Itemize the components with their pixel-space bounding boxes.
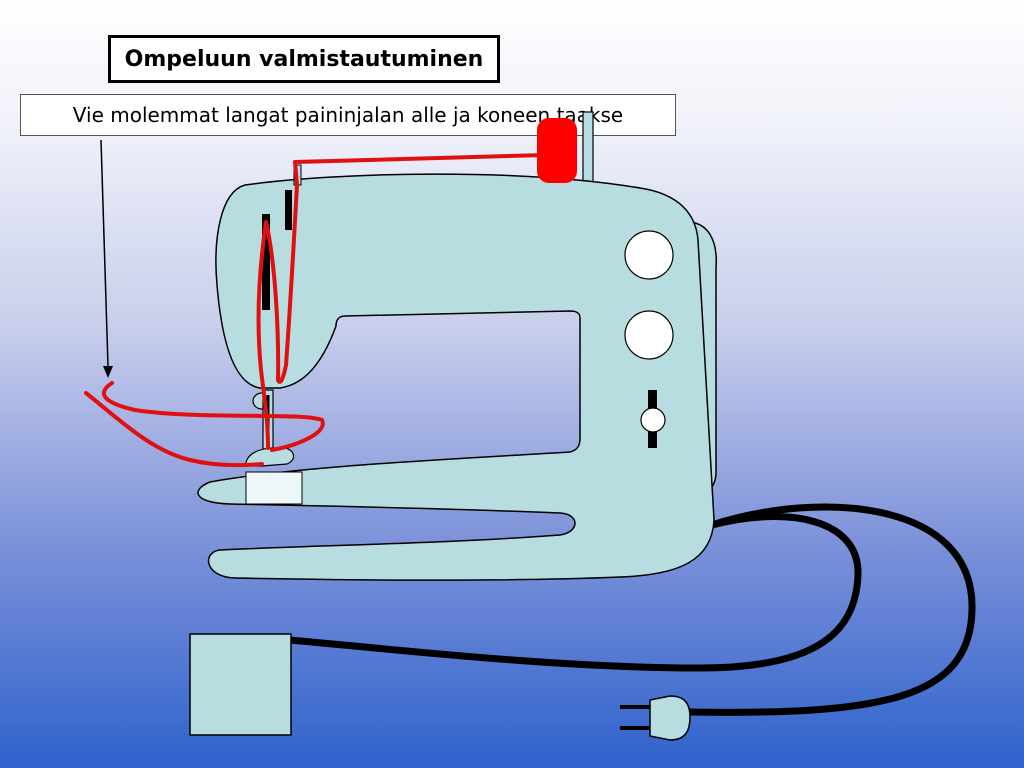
upper-thread-tail	[84, 391, 264, 468]
stitch-selector-knob[interactable]	[640, 390, 666, 448]
spool-pin	[582, 111, 594, 185]
tension-guide	[285, 190, 292, 230]
power-plug-icon[interactable]	[620, 695, 691, 741]
control-button-middle[interactable]	[624, 310, 674, 360]
upper-thread	[256, 153, 547, 450]
bobbin-cover-plate[interactable]	[245, 471, 303, 505]
pointer-arrow	[100, 139, 113, 378]
control-button-top[interactable]	[624, 230, 674, 280]
thread-spool-icon[interactable]	[537, 118, 577, 183]
lower-thread-loop	[101, 381, 325, 452]
power-cord	[286, 513, 862, 672]
slide-title: Ompeluun valmistautuminen	[108, 35, 500, 83]
take-up-slot	[262, 214, 270, 310]
foot-pedal-icon[interactable]	[189, 633, 292, 736]
plug-cord	[684, 503, 976, 716]
machine-body	[197, 173, 715, 581]
